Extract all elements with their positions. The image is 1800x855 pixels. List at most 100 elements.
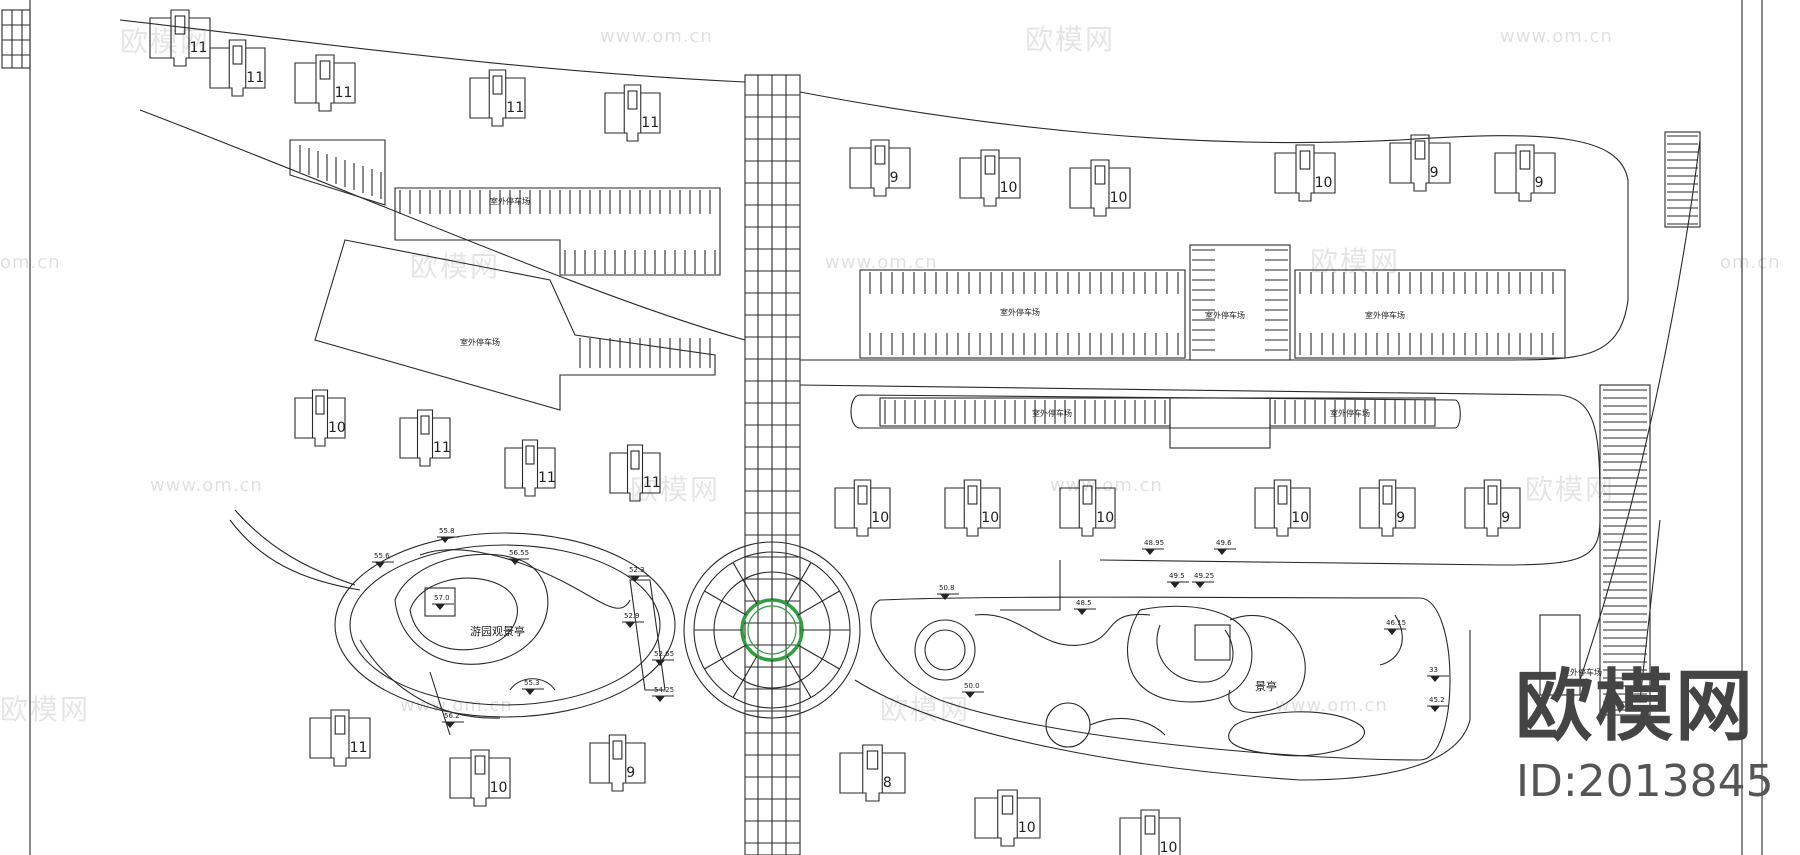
central-round-plaza: [683, 541, 861, 719]
elevation-value: 33: [1429, 666, 1438, 674]
elevation-marker: 55.8: [437, 527, 459, 543]
building-number: 11: [538, 470, 556, 486]
elevation-marker: 49.6: [1214, 539, 1236, 555]
building-number: 10: [1018, 820, 1036, 836]
label-parking-se: 室外停车场: [1562, 667, 1602, 677]
label-parking-strip-w: 室外停车场: [1032, 408, 1072, 418]
building-number: 11: [641, 115, 659, 131]
building-number: 10: [1315, 175, 1333, 191]
label-parking-mid: 室外停车场: [1205, 310, 1245, 320]
elevation-markers: 55.6 55.8 56.55 57.0 52.3 52.9 52.65 54.25 56.2 5…: [372, 527, 1449, 728]
elevation-value: 46.15: [1386, 619, 1406, 627]
elevation-marker: 54.25: [652, 686, 674, 702]
building-number: 11: [350, 740, 368, 756]
elevation-value: 49.6: [1216, 539, 1232, 547]
elevation-marker: 52.65: [652, 650, 674, 666]
elevation-marker: 46.15: [1384, 619, 1406, 635]
building-number: 8: [883, 775, 892, 791]
elevation-value: 50.8: [939, 584, 955, 592]
building-footprint: [149, 9, 211, 67]
elevation-marker: 45.2: [1427, 696, 1449, 712]
building-footprint: [604, 84, 661, 142]
building-footprint: [589, 734, 646, 792]
central-walkway: [744, 74, 801, 855]
elevation-value: 45.2: [1429, 696, 1445, 704]
building-footprint: [959, 149, 1021, 207]
elevation-value: 55.6: [374, 552, 390, 560]
label-parking-w: 室外停车场: [460, 337, 500, 347]
elevation-value: 52.3: [629, 566, 645, 574]
building-footprint: [1059, 479, 1116, 537]
building-footprint: [849, 139, 911, 197]
residential-buildings: [149, 9, 1556, 855]
building-footprint: [1494, 144, 1556, 202]
elevation-value: 52.9: [624, 612, 640, 620]
label-pavilion-west: 游园观景亭: [470, 624, 525, 638]
brand-logo-text: 欧模网: [1515, 662, 1756, 752]
building-number: 10: [1096, 510, 1114, 526]
elevation-value: 48.5: [1076, 599, 1092, 607]
elevation-marker: 33: [1427, 666, 1449, 682]
elevation-value: 55.8: [439, 527, 455, 535]
elevation-value: 50.0: [964, 682, 980, 690]
plan-labels: 室外停车场 室外停车场 室外停车场 室外停车场 室外停车场 室外停车场 室外停车…: [190, 40, 1602, 855]
building-number: 9: [626, 765, 635, 781]
parking-lots: [289, 131, 1701, 716]
building-footprint: [944, 479, 1001, 537]
elevation-marker: 49.25: [1192, 572, 1214, 588]
building-number: 11: [335, 85, 353, 101]
label-parking-e: 室外停车场: [1365, 310, 1405, 320]
building-footprint: [1274, 144, 1336, 202]
building-footprint: [839, 744, 906, 802]
building-footprint: [1119, 809, 1181, 855]
building-number: 11: [433, 440, 451, 456]
building-footprint: [974, 789, 1041, 847]
west-oval-garden: [334, 532, 676, 736]
building-footprint: [449, 749, 511, 807]
building-footprint: [469, 69, 526, 127]
road-network: [119, 19, 1701, 781]
elevation-value: 56.2: [444, 712, 460, 720]
building-number: 11: [643, 475, 661, 491]
elevation-value: 48.95: [1144, 539, 1164, 547]
elevation-marker: 55.6: [372, 552, 394, 568]
elevation-value: 52.65: [654, 650, 674, 658]
building-number: 10: [1000, 180, 1018, 196]
building-number: 10: [1291, 510, 1309, 526]
building-footprint: [309, 709, 371, 767]
elevation-marker: 55.3: [522, 679, 544, 695]
elevation-marker: 52.3: [627, 566, 649, 582]
building-number: 10: [871, 510, 889, 526]
building-footprint: [1254, 479, 1311, 537]
building-number: 10: [1160, 840, 1178, 855]
drawing-frame: [1, 0, 1763, 855]
elevation-marker: 50.8: [937, 584, 959, 600]
elevation-value: 49.5: [1169, 572, 1185, 580]
elevation-marker: 48.5: [1074, 599, 1096, 615]
building-footprint: [834, 479, 891, 537]
building-footprint: [294, 389, 346, 447]
elevation-marker: 57.0: [432, 594, 454, 610]
building-footprint: [209, 39, 266, 97]
elevation-marker: 56.55: [507, 549, 529, 565]
building-number: 11: [190, 40, 208, 56]
building-footprint: [609, 444, 661, 502]
building-footprint: [1069, 159, 1131, 217]
elevation-value: 56.55: [509, 549, 529, 557]
building-number: 10: [328, 420, 346, 436]
label-parking-nw: 室外停车场: [490, 196, 530, 206]
building-footprint: [399, 409, 451, 467]
elevation-value: 57.0: [434, 594, 450, 602]
building-footprint: [1389, 134, 1451, 192]
building-number: 10: [981, 510, 999, 526]
east-garden: [870, 560, 1451, 761]
building-number: 11: [506, 100, 524, 116]
building-number: 9: [1430, 165, 1439, 181]
building-number: 11: [246, 70, 264, 86]
label-parking-strip-e: 室外停车场: [1330, 408, 1370, 418]
building-footprint: [1464, 479, 1521, 537]
building-footprint: [294, 54, 356, 112]
elevation-value: 49.25: [1194, 572, 1214, 580]
